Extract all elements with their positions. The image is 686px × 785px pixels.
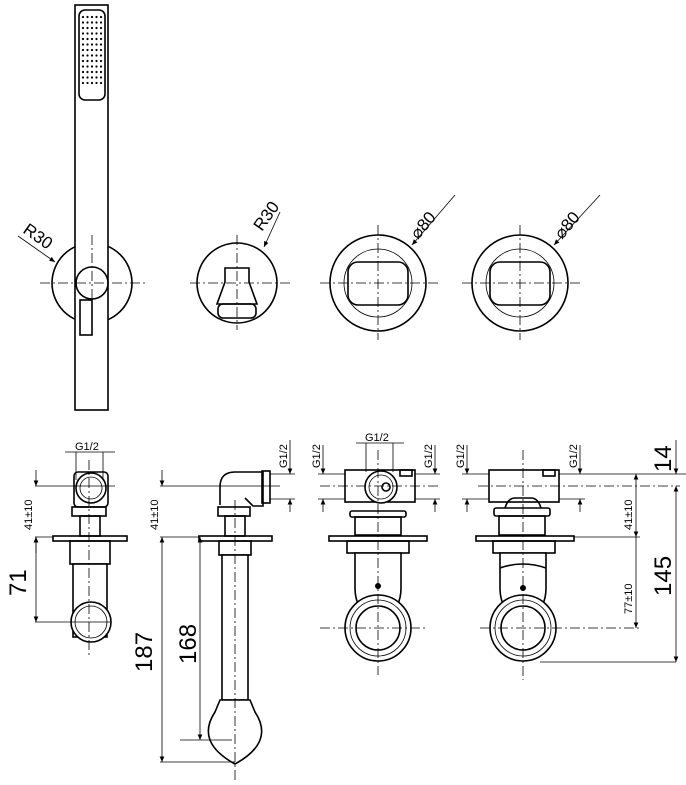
nozzle-dot: [81, 70, 85, 74]
nozzle-dot: [90, 26, 94, 30]
nozzle-dot: [90, 21, 94, 24]
nozzle-dot: [90, 15, 94, 19]
nozzle-dot: [99, 15, 103, 19]
outlet-side-view-1: G1/2 41±10 71: [5, 441, 128, 655]
thread-label: G1/2: [568, 444, 580, 468]
mixer-side-view-1: G1/2 G1/2 G1/2: [311, 432, 440, 675]
nozzle-dot: [99, 59, 103, 63]
hand-shower-top-view: R30: [17, 4, 145, 411]
nozzle-dot: [86, 81, 89, 85]
nozzle-dot: [81, 26, 85, 30]
nozzle-dot: [86, 59, 89, 63]
nozzle-dot: [99, 70, 103, 74]
lower-depth-label: 77±10: [623, 583, 635, 614]
nozzle-dot: [81, 81, 85, 85]
nozzle-dot: [90, 37, 94, 41]
nozzle-dot: [81, 65, 85, 68]
nozzle-dot: [86, 21, 89, 24]
wall-outlet-top-view: R30: [190, 198, 290, 330]
nozzle-dot: [90, 70, 94, 74]
nozzle-dot: [99, 43, 103, 46]
nozzle-dot: [95, 21, 98, 24]
mixer-side-view-2: G1/2 G1/2 41±10 77±10 14 145: [455, 440, 686, 680]
diameter-label: ⌀80: [407, 208, 440, 243]
thread-label: G1/2: [455, 444, 467, 468]
radius-label: R30: [20, 220, 56, 253]
nozzle-dot: [86, 48, 89, 52]
thread-label: G1/2: [311, 444, 323, 468]
nozzle-dot: [95, 32, 98, 35]
nozzle-dot: [95, 43, 98, 46]
top-offset-label: 14: [650, 445, 677, 472]
nozzle-dot: [81, 21, 85, 24]
nozzle-dot: [95, 65, 98, 68]
thread-label: G1/2: [75, 441, 99, 453]
nozzle-dot: [86, 65, 89, 68]
nozzle-dot: [99, 26, 103, 30]
nozzle-dot: [81, 15, 85, 19]
nozzle-dot: [90, 54, 94, 57]
nozzle-dot: [95, 48, 98, 52]
nozzle-dot: [90, 65, 94, 68]
nozzle-dot: [95, 37, 98, 41]
nozzle-dot: [90, 81, 94, 85]
depth-label: 41±10: [23, 499, 35, 530]
total-height-label: 187: [131, 632, 158, 672]
handle-2-top-view: ⌀80: [462, 194, 601, 340]
nozzle-dot: [99, 21, 103, 24]
nozzle-dot: [90, 76, 94, 79]
nozzle-dot: [86, 37, 89, 41]
depth-label: 41±10: [149, 499, 161, 530]
nozzle-dot: [86, 32, 89, 35]
nozzle-dot: [95, 54, 98, 57]
nozzle-dot: [86, 54, 89, 57]
nozzle-dot: [86, 76, 89, 79]
nozzle-dot: [86, 15, 89, 19]
diameter-label: ⌀80: [551, 208, 584, 243]
spout-side-view: G1/2 41±10 187 168: [131, 440, 295, 780]
nozzle-dot: [81, 54, 85, 57]
thread-label: G1/2: [365, 432, 389, 444]
nozzle-dot: [81, 43, 85, 46]
nozzle-dot: [86, 26, 89, 30]
nozzle-dot: [99, 81, 103, 85]
nozzle-dot: [81, 48, 85, 52]
total-height-label: 145: [650, 556, 677, 596]
nozzle-dot: [81, 32, 85, 35]
nozzle-dot: [90, 43, 94, 46]
nozzle-dot: [81, 76, 85, 79]
nozzle-dot: [99, 32, 103, 35]
handle-1-top-view: ⌀80: [320, 194, 456, 340]
nozzle-dot: [99, 48, 103, 52]
nozzle-dot: [90, 32, 94, 35]
depth-label: 41±10: [623, 499, 635, 530]
nozzle-dot: [95, 15, 98, 19]
nozzle-dot: [99, 37, 103, 41]
nozzle-dot: [99, 76, 103, 79]
nozzle-dot: [90, 59, 94, 63]
spout-length-label: 168: [175, 624, 202, 664]
nozzle-dot: [90, 48, 94, 52]
nozzle-dot: [95, 59, 98, 63]
nozzle-dot: [95, 76, 98, 79]
nozzle-dot: [95, 81, 98, 85]
nozzle-dot: [99, 54, 103, 57]
thread-label: G1/2: [423, 444, 435, 468]
nozzle-dot: [99, 65, 103, 68]
nozzle-dot: [81, 37, 85, 41]
nozzle-dot: [86, 43, 89, 46]
nozzle-dot: [86, 70, 89, 74]
nozzle-dot: [95, 26, 98, 30]
thread-label: G1/2: [278, 444, 290, 468]
nozzle-dot: [95, 70, 98, 74]
nozzle-dot: [81, 59, 85, 63]
height-label: 71: [5, 569, 32, 596]
